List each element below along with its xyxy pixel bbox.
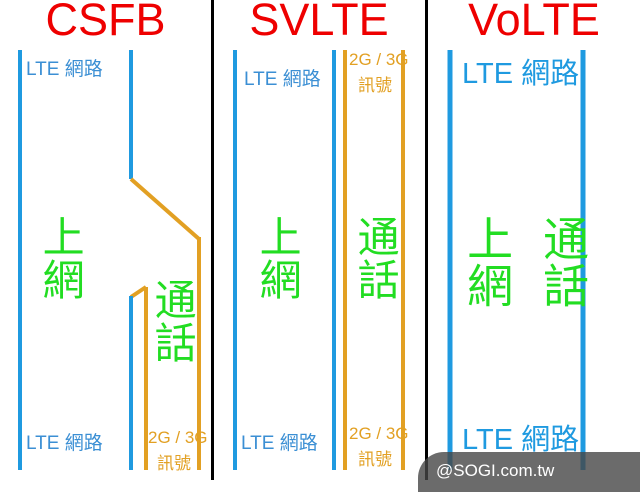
- csfb-data-label: 上網: [36, 215, 86, 301]
- svlte-data-label: 上網: [253, 215, 303, 301]
- csfb-voice-diagonal: [129, 285, 148, 299]
- csfb-bottom-lte-label: LTE 網路: [26, 433, 103, 454]
- watermark-text: @SOGI.com.tw: [436, 461, 555, 480]
- csfb-2g3g-line1: 2G / 3G: [148, 428, 208, 447]
- svlte-top-2g3g-line2: 訊號: [358, 75, 392, 95]
- csfb-2g3g-line2: 訊號: [157, 453, 191, 473]
- svlte-voice-label: 通話: [351, 215, 401, 301]
- panel-divider-right: [425, 0, 428, 480]
- svlte-bottom-2g3g-label: 2G / 3G 訊號: [349, 424, 409, 469]
- volte-top-lte-label: LTE 網路: [462, 58, 580, 90]
- svlte-top-2g3g-label: 2G / 3G 訊號: [349, 50, 409, 95]
- svlte-bottom-lte-label: LTE 網路: [241, 433, 318, 454]
- svlte-flow-lines: [233, 50, 405, 470]
- svlte-top-2g3g-line1: 2G / 3G: [349, 50, 409, 69]
- volte-data-label: 上網: [460, 215, 515, 309]
- volte-bottom-lte-label: LTE 網路: [462, 424, 580, 456]
- csfb-bottom-2g3g-label: 2G / 3G 訊號: [148, 428, 208, 473]
- csfb-flow-lines: [18, 50, 201, 470]
- csfb-fallback-diagonal: [129, 177, 201, 241]
- volte-voice-label: 通話: [536, 215, 591, 309]
- panel-title-svlte: SVLTE: [249, 0, 389, 45]
- svlte-top-lte-label: LTE 網路: [244, 69, 321, 90]
- volte-flow-lines: [447, 50, 586, 470]
- panel-csfb: CSFB LTE 網路 上網 通話 LTE 網路 2G / 3G 訊號: [0, 0, 211, 480]
- svlte-bottom-2g3g-line1: 2G / 3G: [349, 424, 409, 443]
- csfb-voice-label: 通話: [148, 278, 198, 364]
- panel-title-volte: VoLTE: [468, 0, 600, 45]
- panel-volte: VoLTE LTE 網路 上網 通話 LTE 網路: [428, 0, 640, 480]
- panel-svlte: SVLTE LTE 網路 2G / 3G 訊號 上網 通話 LTE 網路 2G …: [213, 0, 425, 480]
- panel-title-csfb: CSFB: [45, 0, 166, 45]
- watermark-banner: @SOGI.com.tw: [418, 452, 640, 492]
- csfb-top-lte-label: LTE 網路: [26, 59, 103, 80]
- svlte-bottom-2g3g-line2: 訊號: [358, 449, 392, 469]
- panel-divider-left: [211, 0, 214, 480]
